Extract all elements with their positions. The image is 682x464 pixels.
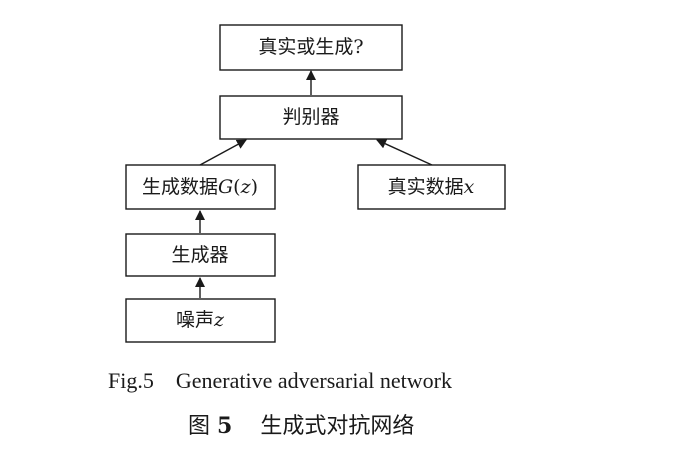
figure-label-cn: 图 5 (188, 413, 233, 439)
figure-title-cn: 生成式对抗网络 (260, 414, 415, 439)
node-discriminator-label: 判别器 (282, 106, 339, 128)
figure-label-en: Fig.5 (108, 368, 154, 393)
node-generator: 生成器 (125, 233, 276, 277)
edge-real-to-discriminator (376, 139, 433, 166)
node-real-or-generated: 真实或生成? (219, 24, 403, 71)
figure-caption-english: Fig.5 Generative adversarial network (108, 368, 452, 394)
figure-title-en: Generative adversarial network (175, 368, 452, 393)
node-real-or-generated-label: 真实或生成? (258, 36, 363, 58)
node-noise-label: 噪声z (176, 309, 225, 331)
node-generator-label: 生成器 (171, 244, 228, 266)
node-real-data: 真实数据x (357, 164, 506, 210)
node-generated-data: 生成数据G(z) (125, 164, 276, 210)
node-real-data-label: 真实数据x (388, 176, 475, 198)
figure-caption-chinese: 图 5 生成式对抗网络 (188, 408, 414, 440)
node-generated-data-label: 生成数据G(z) (142, 176, 258, 198)
node-noise: 噪声z (125, 298, 276, 343)
node-discriminator: 判别器 (219, 95, 403, 140)
edge-generated-to-discriminator (199, 139, 247, 166)
